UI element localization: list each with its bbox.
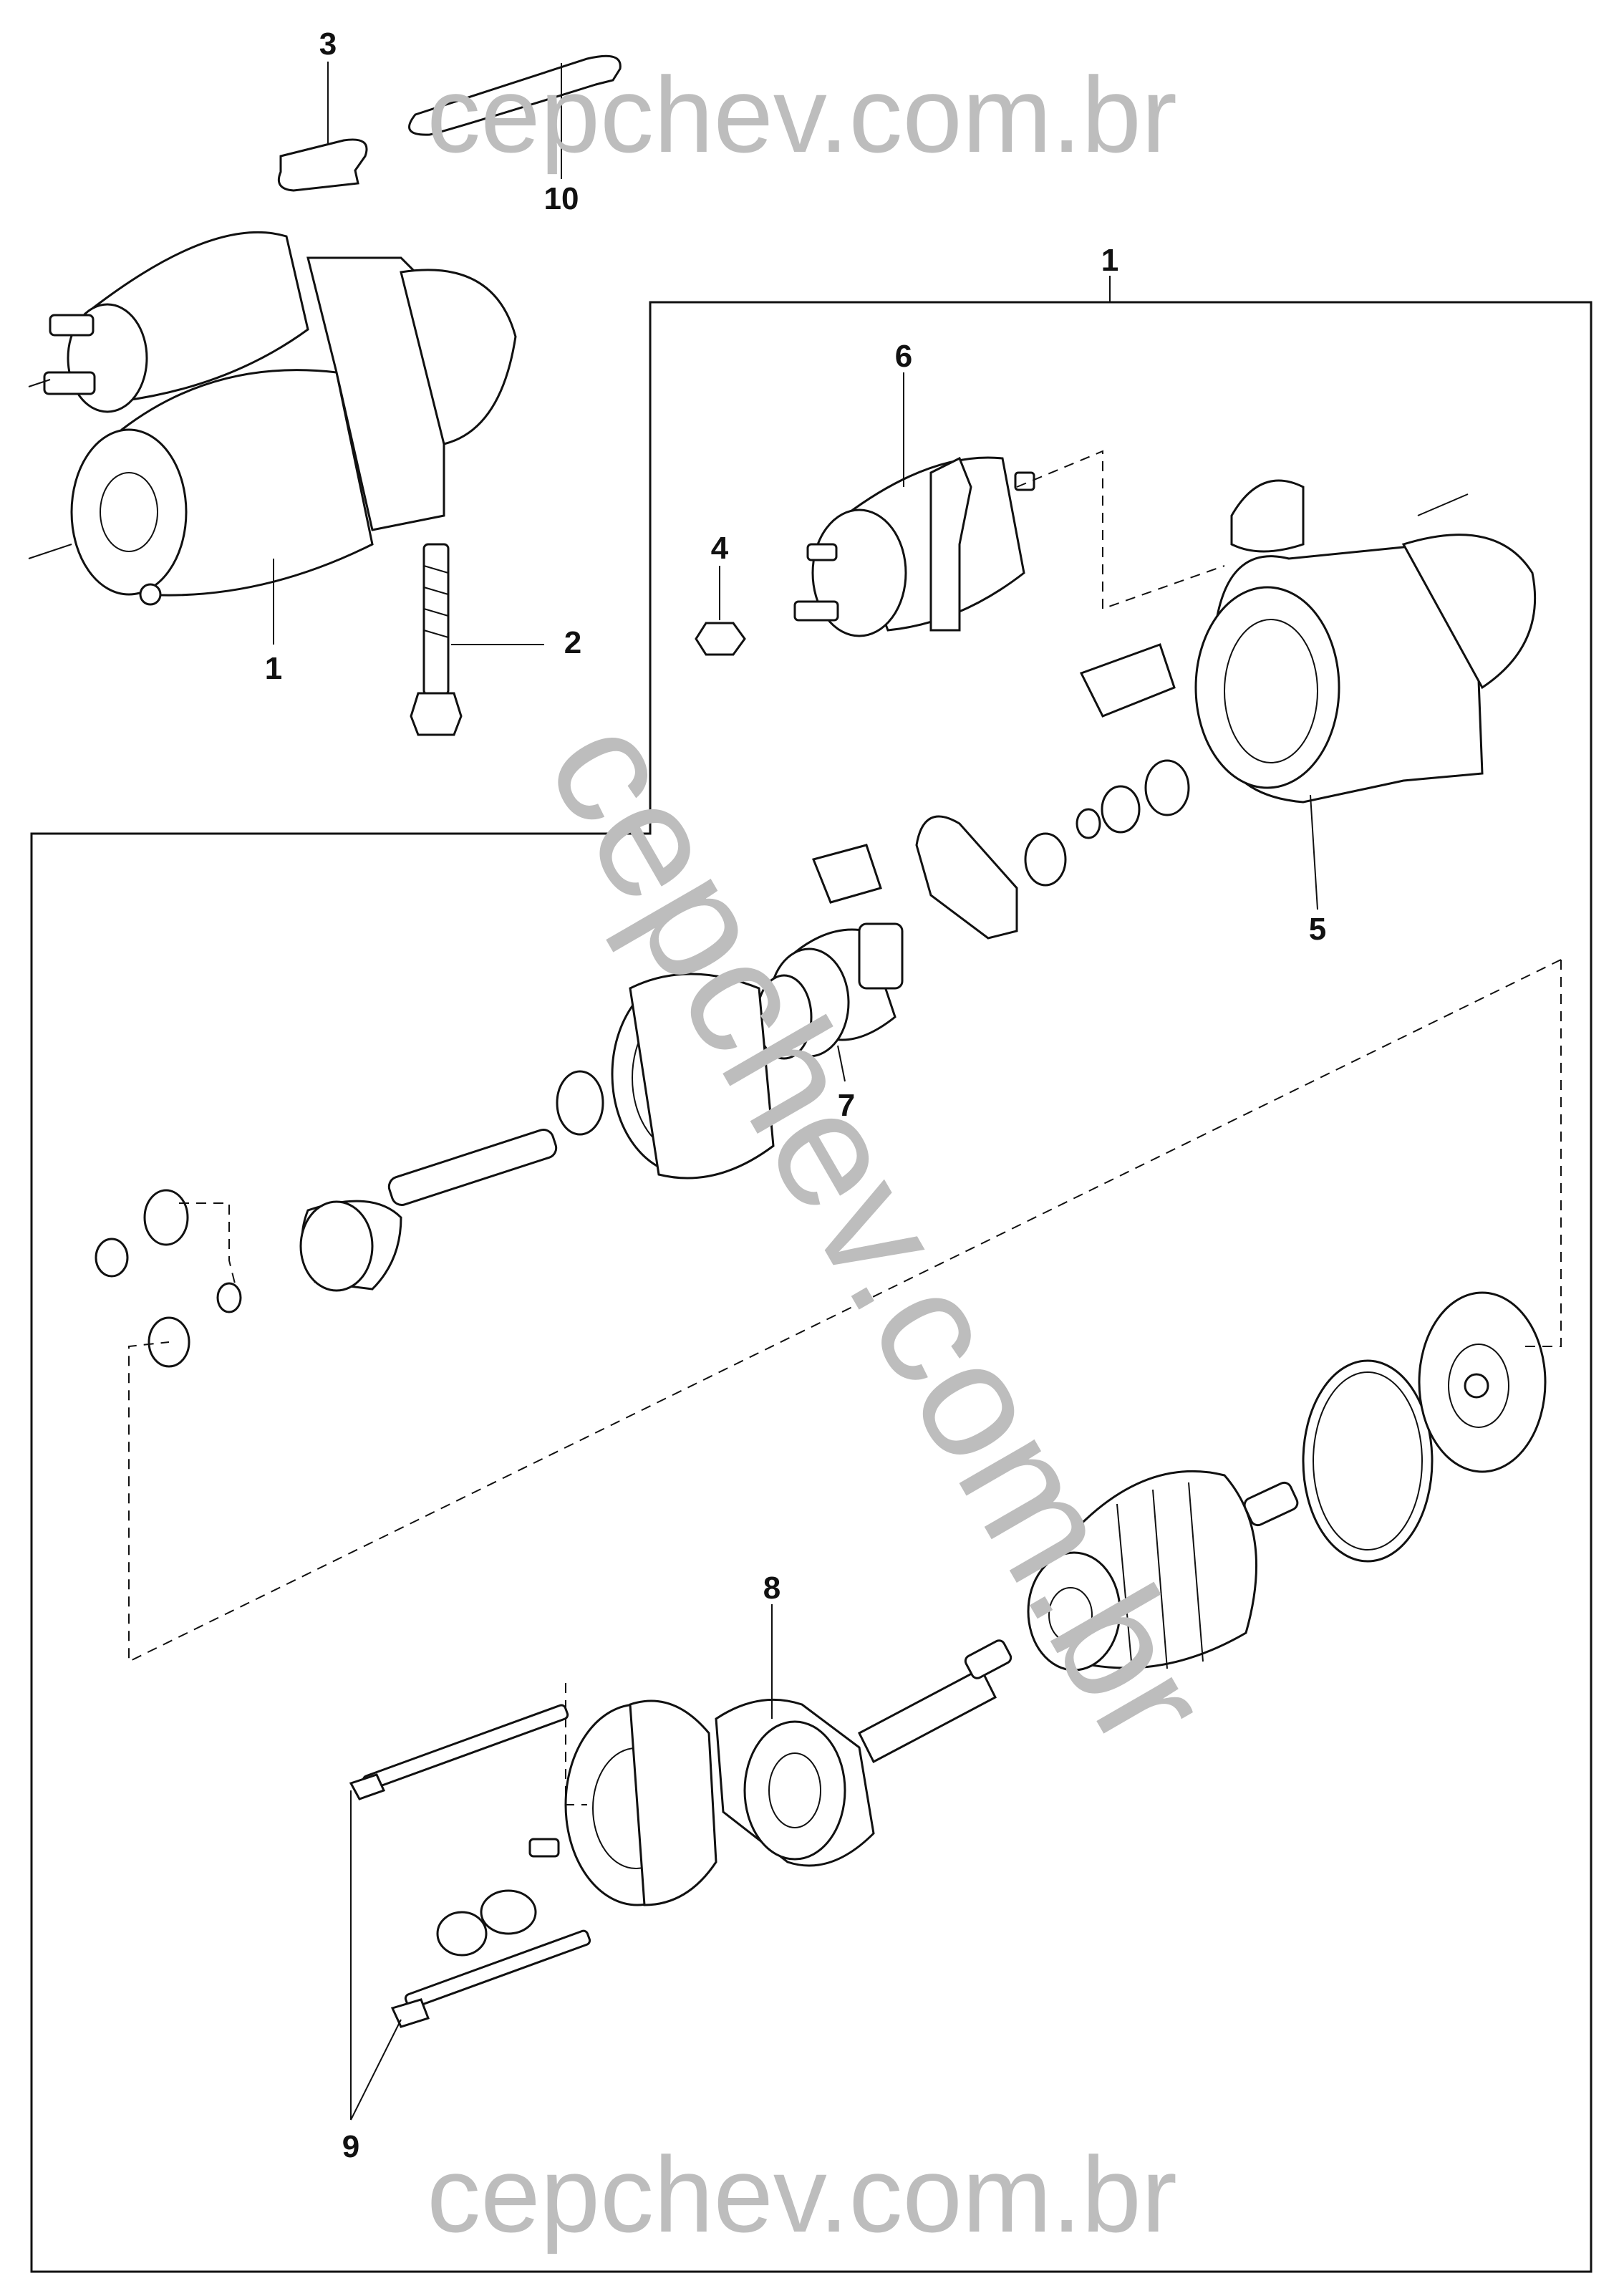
callout-10: 10 — [544, 181, 579, 216]
guide-line-solenoid — [1016, 450, 1225, 610]
callout-2: 2 — [564, 625, 581, 660]
exploded-view-frame — [30, 301, 1592, 2273]
callout-9: 9 — [342, 2129, 359, 2164]
guide-line-shaft — [179, 1202, 237, 1290]
nut-part — [695, 622, 746, 656]
callout-7: 7 — [838, 1088, 855, 1123]
callout-1-top: 1 — [1101, 243, 1118, 278]
through-bolts — [349, 1704, 591, 2028]
leader-lines — [273, 62, 1318, 2121]
shim-part — [277, 138, 368, 192]
spacer-plate — [408, 54, 622, 136]
guide-line-bolts — [565, 1683, 587, 1805]
end-cover — [436, 1699, 717, 1957]
callout-4: 4 — [711, 531, 729, 566]
intermediate-housing — [556, 973, 775, 1180]
drive-pinion — [755, 922, 904, 1060]
assembled-starter — [28, 231, 517, 606]
o-ring — [1302, 1359, 1434, 1563]
brush-holder — [715, 1639, 1012, 1867]
watermark-bottom: cepchev.com.br — [427, 2134, 1177, 2254]
callout-6: 6 — [895, 339, 912, 374]
watermark-top: cepchev.com.br — [427, 54, 1177, 175]
callout-1-left: 1 — [265, 651, 282, 686]
callout-5: 5 — [1309, 912, 1326, 947]
watermark-diagonal: cepchev.com.br — [513, 688, 1247, 1776]
callout-8: 8 — [763, 1571, 780, 1606]
solenoid-part — [793, 456, 1035, 637]
armature — [1027, 1470, 1299, 1672]
callout-3: 3 — [319, 26, 337, 62]
shift-lever-group — [811, 456, 1190, 940]
drive-housing — [1194, 479, 1537, 804]
guide-line-armature — [128, 959, 1562, 1663]
mounting-bolt — [410, 543, 463, 736]
planetary-shaft — [95, 1129, 558, 1368]
end-seal-plate — [1418, 1291, 1547, 1473]
